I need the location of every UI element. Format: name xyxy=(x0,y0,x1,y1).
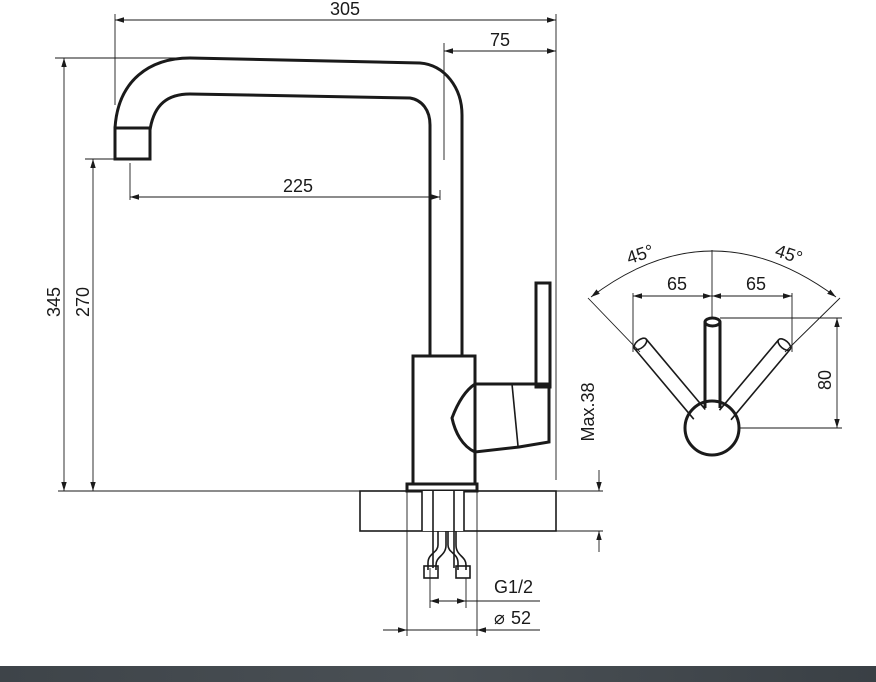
supply-hose-left xyxy=(427,531,439,570)
lever-right xyxy=(718,338,792,421)
handle-block xyxy=(450,382,551,454)
lever-center xyxy=(703,322,722,408)
dim-overall-width: 305 xyxy=(330,0,360,19)
handle-rotation-view: 65 65 45° 45° 80 xyxy=(587,241,842,457)
diameter-symbol: ⌀ xyxy=(494,608,505,628)
dim-overall-height: 345 xyxy=(44,287,64,317)
dim-max-deck-thickness: Max.38 xyxy=(578,382,598,441)
handle-seam xyxy=(511,383,519,447)
dim-thread-size: G1/2 xyxy=(494,577,533,597)
supply-hose-right-outer xyxy=(455,531,467,570)
dim-handle-height: 80 xyxy=(815,370,835,390)
supply-hose-left-outer xyxy=(435,531,447,570)
dim-base-diameter: 52 xyxy=(511,608,531,628)
bottom-bar xyxy=(0,666,876,682)
base-flange xyxy=(405,482,479,493)
aerator xyxy=(113,126,152,161)
dim-spout-reach: 225 xyxy=(283,176,313,196)
supply-hose-right xyxy=(447,531,459,570)
handle-lever xyxy=(534,281,552,389)
lever-left xyxy=(633,337,706,420)
hose-nut-right xyxy=(455,565,471,579)
mount-hole xyxy=(422,491,464,531)
faucet-side-view xyxy=(113,56,557,579)
dim-travel-right: 65 xyxy=(746,274,766,294)
dim-spout-height: 270 xyxy=(73,287,93,317)
dim-spout-offset: 75 xyxy=(490,30,510,50)
handle-base-circle xyxy=(683,399,741,457)
dim-angle-left: 45° xyxy=(624,241,656,268)
lever-center-cap xyxy=(703,316,722,328)
spout-outer-contour xyxy=(113,56,464,356)
rotation-arc xyxy=(590,250,837,298)
spout-inner-contour xyxy=(148,92,432,356)
dim-travel-left: 65 xyxy=(667,274,687,294)
hose-nut-left xyxy=(423,565,439,579)
body-cylinder xyxy=(411,354,477,486)
side-view-dimensions: 305 75 225 345 270 Max.38 G1/2 ⌀ 52 xyxy=(44,0,603,636)
